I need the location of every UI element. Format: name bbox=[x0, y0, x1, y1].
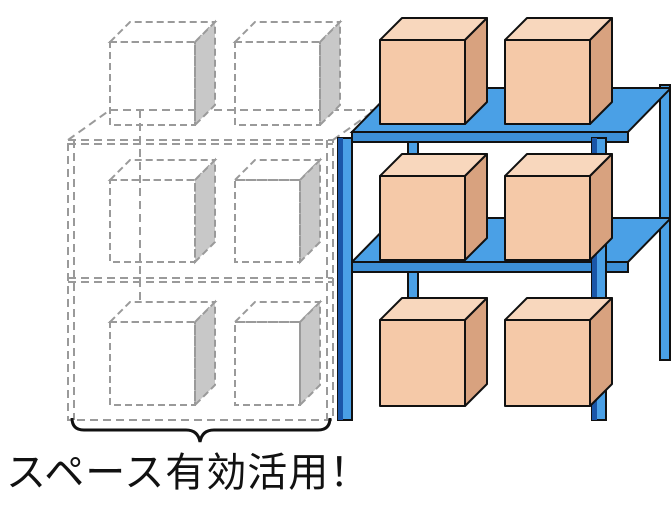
ghost-box-2 bbox=[232, 19, 343, 128]
box-3 bbox=[379, 153, 488, 261]
rack-shelf-mid-edge bbox=[351, 261, 629, 273]
ghost-box-4 bbox=[232, 157, 323, 265]
box-6 bbox=[504, 297, 613, 407]
box-1 bbox=[379, 17, 488, 125]
ghost-box-1 bbox=[107, 19, 218, 128]
ghost-box-6 bbox=[232, 299, 323, 408]
box-2 bbox=[504, 17, 613, 125]
caption-text: スペース有効活用！ bbox=[6, 450, 371, 496]
ghost-box-3 bbox=[107, 157, 218, 265]
ghost-box-5 bbox=[107, 299, 218, 408]
space-brace bbox=[70, 417, 332, 443]
rack-shelf-top-edge bbox=[351, 131, 629, 143]
ghost-frame-front bbox=[67, 139, 334, 421]
rack-post-front-right-dark bbox=[592, 138, 597, 420]
box-5 bbox=[379, 297, 488, 407]
box-4 bbox=[504, 153, 613, 261]
ghost-rack bbox=[67, 109, 376, 421]
ghost-frame-top-left bbox=[67, 109, 111, 141]
ghost-boxes bbox=[107, 19, 343, 408]
real-boxes bbox=[379, 17, 613, 407]
rack-post-front-left-dark bbox=[338, 138, 343, 420]
